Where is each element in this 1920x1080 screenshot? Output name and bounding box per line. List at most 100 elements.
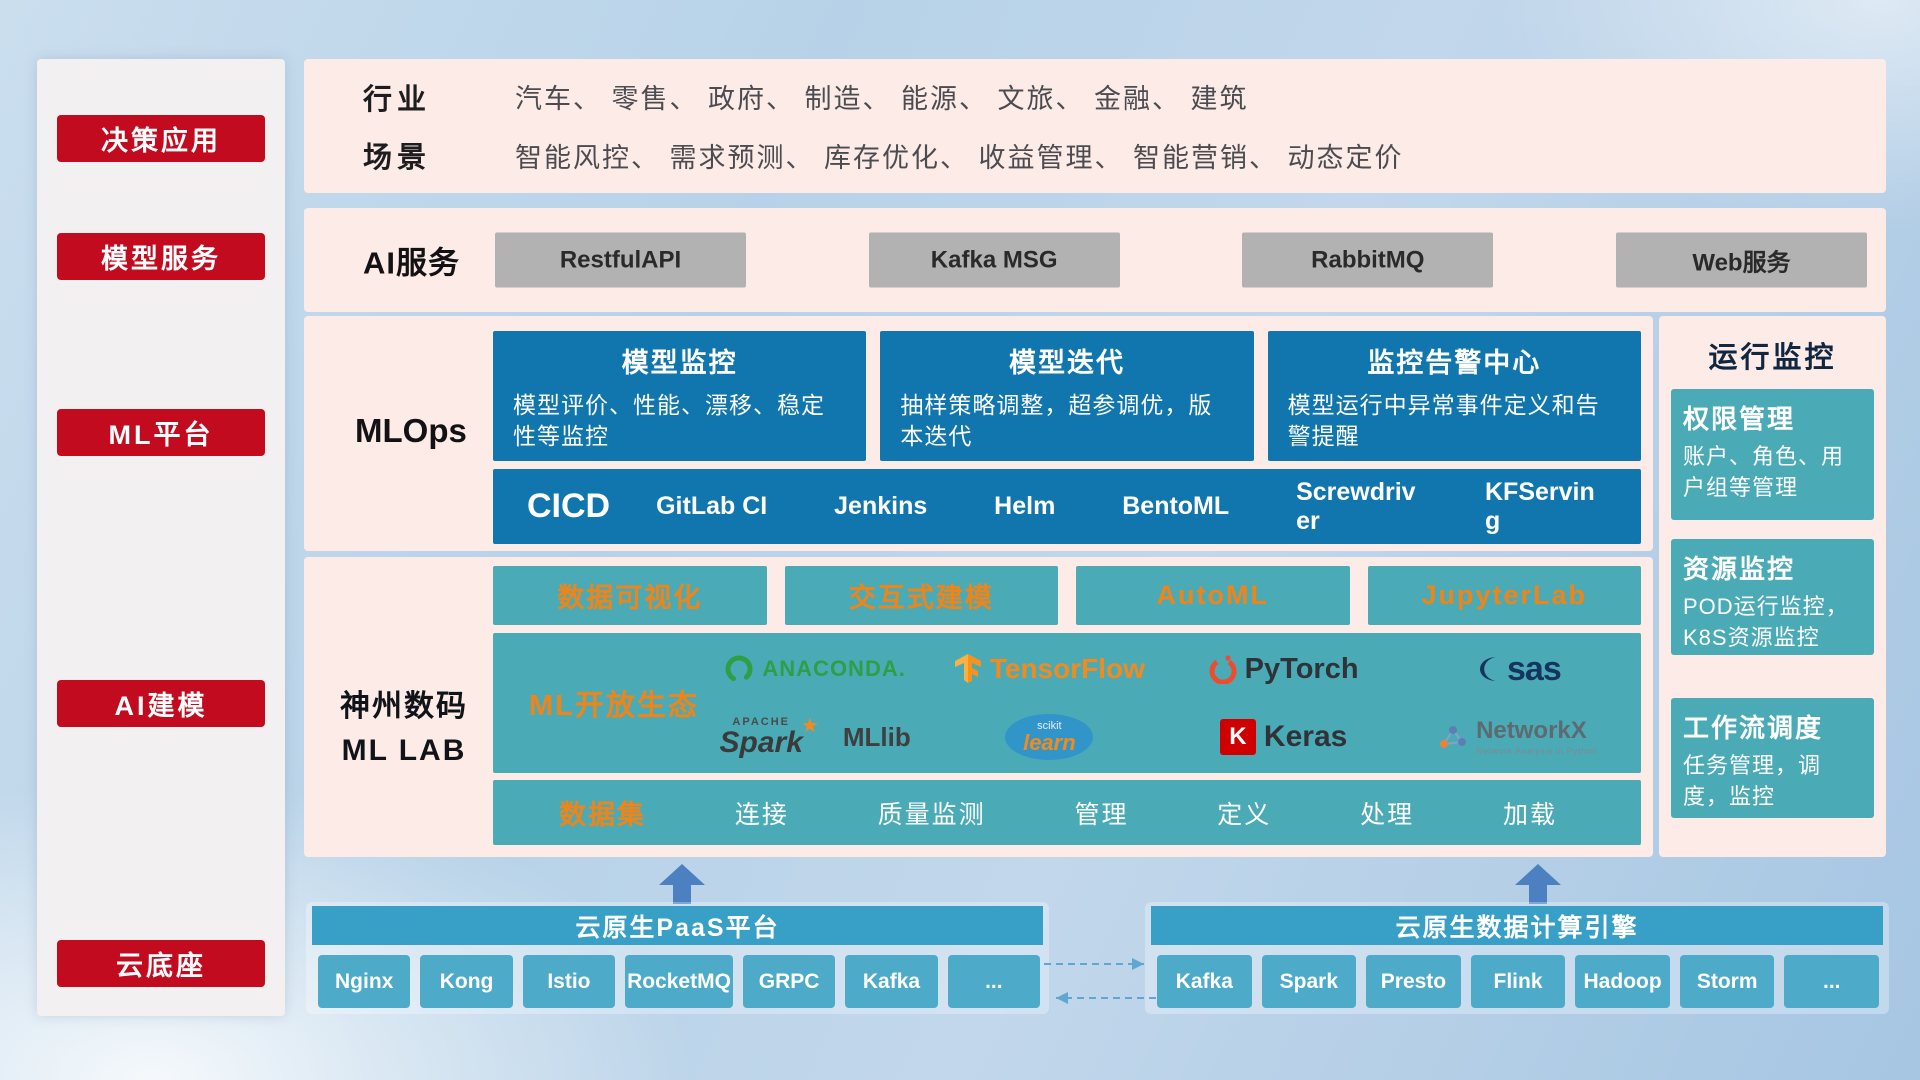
- scikit-learn-icon: scikit learn: [1005, 714, 1094, 760]
- networkx-subtext: Network Analysis in Python: [1476, 746, 1598, 757]
- pytorch-icon: [1209, 655, 1237, 684]
- card-title: 资源监控: [1683, 554, 1796, 584]
- service-rabbitmq: RabbitMQ: [1242, 232, 1494, 288]
- feature-data-visualization: 数据可视化: [493, 566, 767, 625]
- ai-service-label: AI服务: [363, 245, 460, 281]
- industry-band: 行业 汽车、 零售、 政府、 制造、 能源、 文旅、 金融、 建筑 场景 智能风…: [304, 59, 1886, 193]
- industry-label: 行业: [363, 83, 432, 116]
- sidebar-item-cloud-base: 云底座: [57, 940, 265, 987]
- chip-grpc: GRPC: [742, 955, 836, 1008]
- engine-chip-kafka: Kafka: [1157, 955, 1252, 1008]
- apache-text: APACHE: [732, 715, 791, 728]
- card-permission-management: 权限管理 账户、角色、用户组等管理: [1671, 389, 1874, 520]
- paas-chip-row: Nginx Kong Istio RocketMQ GRPC Kafka ...: [318, 955, 1041, 1008]
- scikit-learn-logo: scikit learn: [932, 714, 1166, 760]
- sidebar-item-decision-apps: 决策应用: [57, 115, 265, 162]
- sas-logo: sas: [1401, 650, 1635, 689]
- spark-stack: APACHE Spark: [719, 715, 803, 759]
- tool-bentoml: BentoML: [1122, 492, 1230, 521]
- service-restfulapi: RestfulAPI: [495, 232, 746, 288]
- mllab-label-line1: 神州数码: [340, 690, 468, 723]
- scikit-text: scikit: [1037, 719, 1062, 732]
- card-title: 权限管理: [1683, 404, 1796, 434]
- keras-text: Keras: [1263, 720, 1348, 753]
- engine-chip-flink: Flink: [1470, 955, 1566, 1008]
- dataset-manage: 管理: [1074, 800, 1129, 829]
- tool-gitlab-ci: GitLab CI: [656, 492, 768, 521]
- monitor-column: 运行监控 权限管理 账户、角色、用户组等管理 资源监控 POD运行监控，K8S资…: [1659, 316, 1886, 857]
- feature-interactive-modeling: 交互式建模: [784, 566, 1058, 625]
- tensorflow-text: TensorFlow: [989, 653, 1145, 684]
- card-resource-monitoring: 资源监控 POD运行监控，K8S资源监控: [1671, 539, 1874, 655]
- chip-more: ...: [947, 955, 1041, 1008]
- tensorflow-icon: [954, 654, 981, 683]
- networkx-text: NetworkX: [1476, 717, 1587, 745]
- spark-star-icon: ★: [800, 714, 819, 737]
- chip-kong: Kong: [420, 955, 513, 1008]
- engine-chip-presto: Presto: [1366, 955, 1461, 1008]
- engine-bar: 云原生数据计算引擎: [1151, 906, 1883, 945]
- dataset-load: 加载: [1502, 800, 1557, 829]
- mllab-label: 神州数码 ML LAB: [328, 685, 480, 772]
- card-desc: 任务管理，调度，监控: [1683, 753, 1822, 809]
- dataset-label: 数据集: [559, 800, 646, 830]
- dashed-arrows-icon: [1044, 958, 1156, 1004]
- ml-ecosystem-label: ML开放生态: [529, 690, 699, 722]
- cicd-row: CICD GitLab CI Jenkins Helm BentoML Scre…: [493, 469, 1641, 544]
- monitor-title: 运行监控: [1708, 342, 1837, 374]
- sidebar-item-model-service: 模型服务: [57, 233, 265, 280]
- sas-text: sas: [1507, 649, 1562, 688]
- ai-service-band: AI服务 RestfulAPI Kafka MSG RabbitMQ Web服务: [304, 208, 1886, 312]
- card-alert-center: 监控告警中心 模型运行中异常事件定义和告警提醒: [1267, 331, 1641, 461]
- card-title: 监控告警中心: [1367, 348, 1542, 378]
- mllab-label-line2: ML LAB: [341, 733, 467, 767]
- scenario-list: 智能风控、 需求预测、 库存优化、 收益管理、 智能营销、 动态定价: [515, 142, 1404, 173]
- up-arrow-icon: [659, 864, 705, 904]
- industry-list: 汽车、 零售、 政府、 制造、 能源、 文旅、 金融、 建筑: [515, 84, 1249, 115]
- spark-text: Spark: [719, 725, 803, 759]
- keras-logo: K Keras: [1167, 719, 1401, 755]
- engine-chip-storm: Storm: [1679, 955, 1775, 1008]
- sidebar-item-ai-modeling: AI建模: [57, 680, 265, 727]
- card-desc: POD运行监控，K8S资源监控: [1683, 594, 1849, 650]
- engine-chip-spark: Spark: [1261, 955, 1357, 1008]
- tool-jenkins: Jenkins: [834, 492, 928, 521]
- paas-bar: 云原生PaaS平台: [312, 906, 1043, 945]
- dataset-define: 定义: [1217, 800, 1272, 829]
- feature-jupyterlab: JupyterLab: [1367, 566, 1641, 625]
- card-desc: 模型评价、性能、漂移、稳定性等监控: [513, 392, 825, 450]
- card-title: 模型迭代: [1008, 348, 1125, 378]
- engine-chip-more: ...: [1784, 955, 1880, 1008]
- tool-helm: Helm: [994, 492, 1056, 521]
- chip-kafka: Kafka: [845, 955, 938, 1008]
- card-title: 工作流调度: [1683, 713, 1824, 743]
- service-kafka-msg: Kafka MSG: [868, 232, 1120, 288]
- card-desc: 账户、角色、用户组等管理: [1683, 444, 1845, 500]
- sidebar-item-ml-platform: ML平台: [57, 409, 265, 456]
- ml-ecosystem-box: ML开放生态 ANACONDA. TensorFlow: [493, 633, 1641, 773]
- industry-row: 行业 汽车、 零售、 政府、 制造、 能源、 文旅、 金融、 建筑: [363, 76, 1886, 118]
- engine-chip-hadoop: Hadoop: [1575, 955, 1670, 1008]
- cicd-label: CICD: [527, 487, 611, 525]
- anaconda-icon: [725, 655, 753, 683]
- mlops-label: MLOps: [355, 412, 467, 449]
- dataset-row: 数据集 连接 质量监测 管理 定义 处理 加载: [493, 780, 1641, 845]
- chip-nginx: Nginx: [318, 955, 411, 1008]
- dataset-process: 处理: [1360, 800, 1415, 829]
- mllib-text: MLlib: [842, 721, 911, 752]
- dataset-connect: 连接: [734, 800, 789, 829]
- anaconda-logo: ANACONDA.: [698, 654, 932, 684]
- mlops-band: MLOps 模型监控 模型评价、性能、漂移、稳定性等监控 模型迭代 抽样策略调整…: [304, 316, 1653, 551]
- chip-rocketmq: RocketMQ: [625, 955, 733, 1008]
- sas-icon: [1480, 657, 1496, 681]
- mlops-cards: 模型监控 模型评价、性能、漂移、稳定性等监控 模型迭代 抽样策略调整，超参调优，…: [493, 331, 1641, 461]
- tensorflow-logo: TensorFlow: [932, 653, 1166, 685]
- card-desc: 模型运行中异常事件定义和告警提醒: [1287, 392, 1600, 450]
- ml-ecosystem-logos: ANACONDA. TensorFlow PyTorch: [698, 635, 1635, 771]
- tool-screwdriver: Screwdriver: [1296, 477, 1416, 535]
- card-workflow-scheduling: 工作流调度 任务管理，调度，监控: [1671, 698, 1874, 818]
- dataset-quality: 质量监测: [877, 800, 986, 829]
- scenario-label: 场景: [363, 142, 432, 175]
- ai-service-row: RestfulAPI Kafka MSG RabbitMQ Web服务: [495, 232, 1867, 288]
